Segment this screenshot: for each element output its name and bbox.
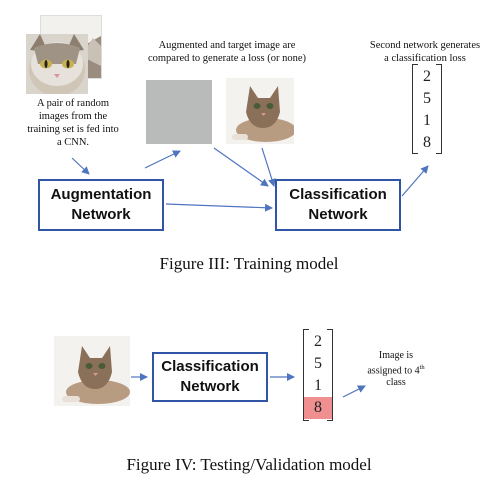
cat-photo-icon	[54, 336, 130, 406]
figure-iv-caption: Figure IV: Testing/Validation model	[126, 455, 372, 474]
arrow-cat-to-classification	[261, 147, 276, 187]
test-classification-network-box: Classification Network	[152, 352, 268, 402]
compare-caption: Augmented and target image are compared …	[147, 40, 307, 64]
training-output-vector: 2 5 1 8	[412, 64, 442, 154]
vector-value: 8	[423, 134, 431, 151]
figure-iii-caption: Figure III: Training model	[159, 254, 339, 273]
target-image	[226, 78, 294, 144]
arrow-caption-to-augmentation	[71, 157, 90, 175]
vector-value: 5	[423, 90, 431, 107]
pair-caption: A pair of random images from the trainin…	[27, 98, 119, 148]
arrow-classification-to-vector	[401, 165, 429, 197]
arrow-testvector-to-result	[342, 385, 366, 398]
cat-photo-icon	[226, 78, 294, 144]
test-output-vector: 2 5 1 8	[303, 329, 333, 421]
vector-value: 1	[423, 112, 431, 129]
cat-photo-icon	[26, 34, 88, 94]
vector-value: 1	[314, 377, 322, 394]
arrow-augmentation-to-classification	[165, 203, 273, 212]
arrow-gray-to-classification	[213, 147, 269, 187]
vector-value: 2	[423, 68, 431, 85]
arrow-augmentation-to-gray	[144, 150, 181, 169]
second-net-caption: Second network generates a classificatio…	[369, 40, 481, 64]
vector-value: 2	[314, 333, 322, 350]
classification-network-box: Classification Network	[275, 179, 401, 231]
pair-image-front	[26, 34, 88, 94]
result-caption: Image is assigned to 4th class	[367, 350, 425, 389]
augmentation-network-box: Augmentation Network	[38, 179, 164, 231]
vector-value: 5	[314, 355, 322, 372]
vector-value-highlighted: 8	[304, 397, 332, 419]
augmented-gray-image	[146, 80, 212, 144]
test-image	[54, 336, 130, 406]
